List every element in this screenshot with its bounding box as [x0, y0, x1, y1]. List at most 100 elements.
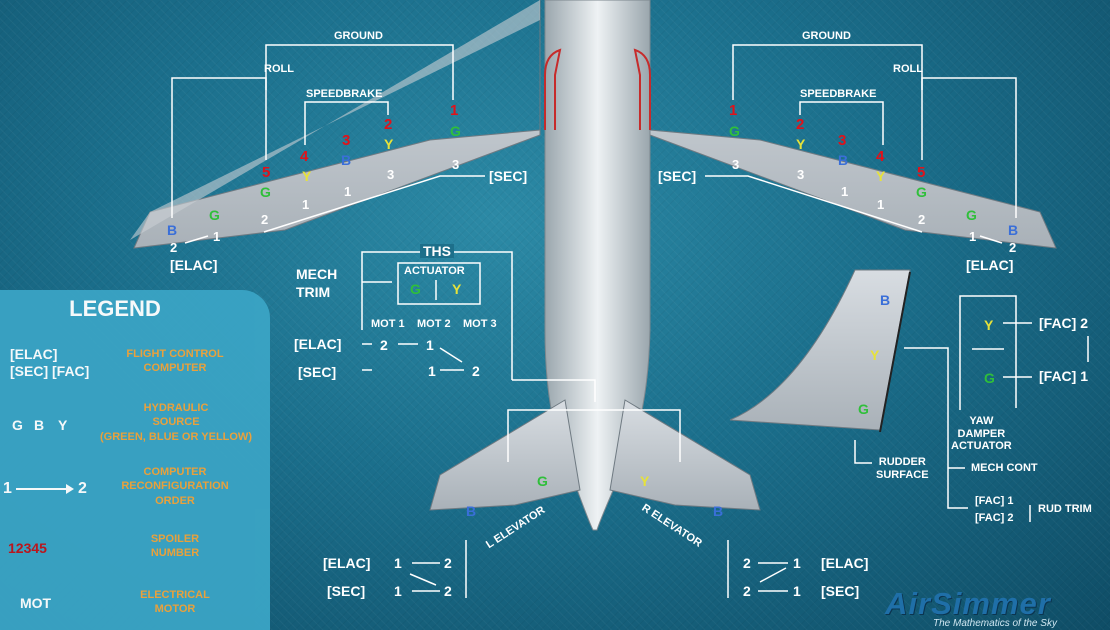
mech-trim-label: MECH TRIM — [296, 266, 338, 301]
ths-title: THS — [420, 244, 454, 258]
right-sec-num-5: 2 — [918, 212, 926, 227]
legend-hyd-y: Y — [58, 417, 68, 433]
rud-trim-label: RUD TRIM — [1038, 503, 1092, 515]
legend-panel: LEGEND [ELAC] [SEC] [FAC] FLIGHT CONTROL… — [0, 290, 270, 630]
right-sec-num-1: 3 — [732, 157, 740, 172]
rud-trim-fac2: [FAC] 2 — [975, 512, 1014, 524]
right-hyd-aileron-g: G — [966, 207, 977, 223]
right-sec-num-4: 1 — [877, 197, 885, 212]
left-ground-label: GROUND — [334, 30, 383, 42]
legend-hyd-b: B — [34, 417, 45, 433]
right-roll-label: ROLL — [893, 63, 923, 75]
right-elac-num-1: 1 — [969, 229, 977, 244]
left-sec-num-4: 1 — [302, 197, 310, 212]
right-hyd-y4: Y — [876, 168, 886, 184]
legend-computers-desc: FLIGHT CONTROL COMPUTER — [126, 348, 224, 375]
ths-mot3: MOT 3 — [463, 318, 497, 330]
right-elevator-sec-num-2: 2 — [743, 583, 751, 599]
ths-elac-num-2: 2 — [380, 337, 388, 353]
ths-hyd-g: G — [410, 281, 421, 297]
right-elevator-sec-num-1: 1 — [793, 583, 801, 599]
legend-hyd-g: G — [12, 417, 23, 433]
ths-sec-label: [SEC] — [298, 364, 337, 380]
right-elevator-elac-num-1: 1 — [793, 555, 801, 571]
legend-mot-desc: ELECTRICAL MOTOR — [140, 589, 210, 616]
yaw-damper-g: G — [984, 370, 995, 386]
left-elac-label: [ELAC] — [170, 257, 218, 273]
left-sec-num-2: 3 — [387, 167, 395, 182]
left-hyd-b3: B — [341, 152, 352, 168]
left-elevator-elac-num-2: 2 — [444, 555, 452, 571]
left-spoiler-1: 1 — [450, 102, 459, 119]
right-spoiler-3: 3 — [838, 132, 847, 149]
right-hyd-y2: Y — [796, 136, 806, 152]
legend-reconf-from: 1 — [3, 480, 12, 497]
legend-reconf-arrow-icon — [16, 484, 74, 494]
left-spoiler-4: 4 — [300, 148, 309, 165]
left-hyd-g1: G — [450, 123, 461, 139]
legend-computers-key: [ELAC] [SEC] [FAC] — [10, 346, 90, 379]
left-hyd-y2: Y — [384, 136, 394, 152]
left-elac-num-2: 2 — [170, 240, 178, 255]
logo-brand: AirSimmer — [885, 586, 1051, 621]
legend-reconf-desc: COMPUTER RECONFIGURATION ORDER — [121, 466, 229, 507]
left-spoiler-3: 3 — [342, 132, 351, 149]
right-spoiler-4: 4 — [876, 148, 885, 165]
rudder-hyd-y: Y — [870, 347, 880, 363]
left-hyd-y4: Y — [302, 168, 312, 184]
left-speedbrake-label: SPEEDBRAKE — [306, 88, 383, 100]
right-sec-num-2: 3 — [797, 167, 805, 182]
right-stabilizer — [609, 399, 761, 511]
right-speedbrake-label: SPEEDBRAKE — [800, 88, 877, 100]
legend-mot-key: MOT — [20, 595, 52, 611]
legend-title: LEGEND — [69, 296, 161, 321]
right-spoiler-5: 5 — [917, 164, 926, 181]
left-spoiler-5: 5 — [262, 164, 271, 181]
left-sec-label: [SEC] — [489, 168, 528, 184]
right-spoiler-2: 2 — [796, 116, 805, 133]
right-sec-label: [SEC] — [658, 168, 697, 184]
legend-spoiler-desc: SPOILER NUMBER — [150, 533, 200, 560]
right-hyd-b3: B — [838, 152, 849, 168]
right-elevator-elac-label: [ELAC] — [821, 555, 869, 571]
left-elevator-sec-num-2: 2 — [444, 583, 452, 599]
left-stabilizer — [429, 399, 581, 511]
vertical-fin — [729, 269, 911, 431]
rudder-fac1-label: [FAC] 1 — [1039, 368, 1088, 384]
left-hyd-aileron-b: B — [167, 222, 178, 238]
rudder-surface-label: RUDDER SURFACE — [876, 456, 929, 481]
left-elevator-sec-num-1: 1 — [394, 583, 402, 599]
legend-hyd-desc: HYDRAULIC SOURCE (GREEN, BLUE OR YELLOW) — [100, 402, 252, 443]
ths-sec-num-2: 2 — [472, 363, 480, 379]
left-elac-num-1: 1 — [213, 229, 221, 244]
right-elevator-sec-label: [SEC] — [821, 583, 860, 599]
ths-sec-num-1: 1 — [428, 363, 436, 379]
right-wing — [649, 0, 1057, 249]
left-elevator-hyd-b: B — [466, 503, 477, 519]
left-elevator-hyd-g: G — [537, 473, 548, 489]
right-spoiler-1: 1 — [729, 102, 738, 119]
mech-cont-label: MECH CONT — [971, 462, 1038, 474]
right-ground-label: GROUND — [802, 30, 851, 42]
left-elevator-sec-label: [SEC] — [327, 583, 366, 599]
logo-tagline: The Mathematics of the Sky — [933, 618, 1057, 629]
right-sec-num-3: 1 — [841, 184, 849, 199]
right-elac-num-2: 2 — [1009, 240, 1017, 255]
right-elevator-elac-num-2: 2 — [743, 555, 751, 571]
right-elevator-hyd-y: Y — [640, 473, 650, 489]
rud-trim-fac1: [FAC] 1 — [975, 495, 1014, 507]
ths-elac-label: [ELAC] — [294, 336, 342, 352]
ths-actuator-label: ACTUATOR — [404, 265, 465, 277]
legend-spoiler-key: 12345 — [8, 540, 47, 556]
right-hyd-g5: G — [916, 184, 927, 200]
ths-mot2: MOT 2 — [417, 318, 451, 330]
left-roll-label: ROLL — [264, 63, 294, 75]
right-elevator-hyd-b: B — [713, 503, 724, 519]
ths-mot1: MOT 1 — [371, 318, 405, 330]
right-elac-label: [ELAC] — [966, 257, 1014, 273]
left-sec-num-5: 2 — [261, 212, 269, 227]
right-hyd-g1: G — [729, 123, 740, 139]
left-elevator-elac-label: [ELAC] — [323, 555, 371, 571]
